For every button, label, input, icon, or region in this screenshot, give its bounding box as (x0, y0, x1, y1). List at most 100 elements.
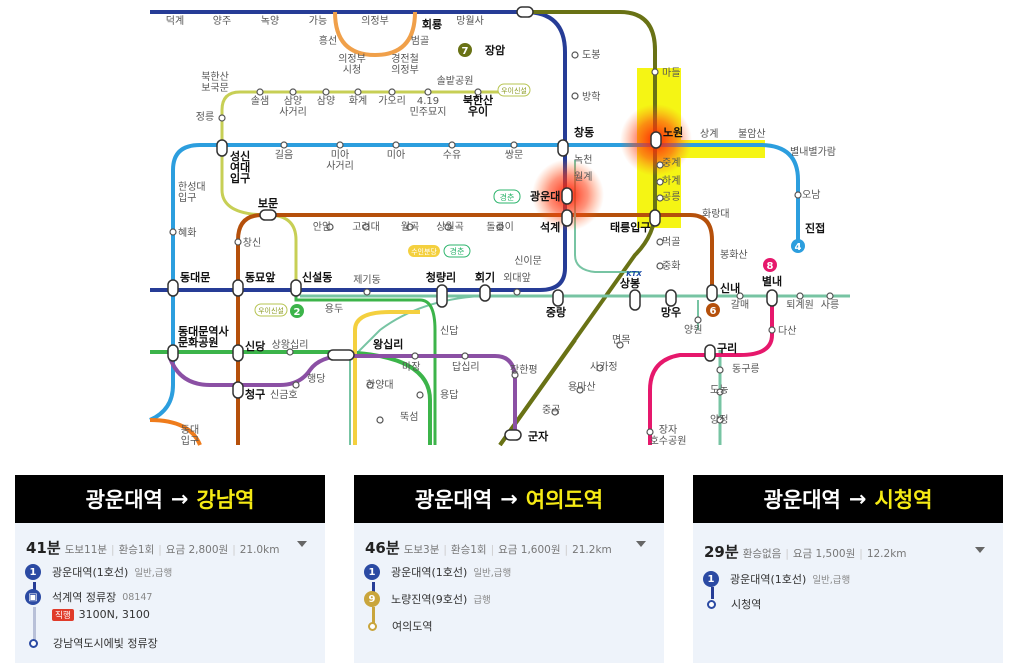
svg-text:뚝섬: 뚝섬 (400, 411, 418, 423)
svg-text:행당: 행당 (307, 373, 325, 385)
line-1-icon: 1 (25, 564, 41, 580)
svg-text:외대앞: 외대앞 (503, 272, 531, 284)
svg-text:하계: 하계 (662, 174, 680, 187)
ui-sinseol-line (220, 90, 500, 290)
route-step: 시청역 (703, 596, 761, 612)
svg-text:용마산: 용마산 (568, 381, 596, 393)
route-card-title: 광운대역 → 강남역 (15, 475, 325, 523)
svg-text:태릉입구: 태릉입구 (610, 220, 650, 234)
line-5 (168, 354, 517, 440)
svg-text:동구릉: 동구릉 (732, 363, 760, 375)
route-step: 강남역도시에빛 정류장 (25, 635, 158, 651)
svg-text:화계: 화계 (349, 95, 367, 107)
svg-text:마장: 마장 (402, 361, 420, 373)
svg-text:상월곡: 상월곡 (436, 221, 464, 233)
svg-text:중랑: 중랑 (546, 306, 566, 319)
svg-text:도봉: 도봉 (582, 49, 600, 61)
svg-text:솔샘: 솔샘 (251, 95, 269, 107)
line-badges: 7 4 6 2 8 우이신설 우이신설 경춘 수인분당 경춘 KTX (254, 43, 805, 318)
svg-text:퇴계원: 퇴계원 (786, 299, 814, 311)
svg-text:우이신설: 우이신설 (258, 306, 284, 315)
svg-text:솔밭공원: 솔밭공원 (437, 75, 474, 87)
svg-text:수인분당: 수인분당 (411, 247, 437, 256)
svg-text:녹양: 녹양 (261, 15, 279, 27)
svg-text:별내별가람: 별내별가람 (790, 145, 836, 158)
svg-text:도농: 도농 (710, 384, 728, 396)
svg-text:신이문: 신이문 (514, 255, 542, 267)
svg-text:KTX: KTX (626, 270, 642, 278)
svg-text:장한평: 장한평 (510, 364, 538, 376)
svg-text:갈매: 갈매 (731, 298, 749, 311)
svg-text:혜화: 혜화 (178, 227, 196, 239)
svg-text:녹천: 녹천 (574, 154, 592, 166)
line-6 (236, 213, 714, 445)
route-step: 9 노량진역(9호선)급행 (364, 591, 491, 607)
svg-text:창동: 창동 (574, 125, 594, 139)
svg-text:길음: 길음 (275, 148, 293, 161)
svg-text:망월사: 망월사 (456, 15, 484, 27)
route-step: 1 광운대역(1호선)일반,급행 (25, 564, 172, 580)
svg-text:청량리: 청량리 (426, 270, 456, 284)
svg-text:고려대: 고려대 (352, 221, 380, 233)
subway-map[interactable]: 7 4 6 2 8 우이신설 우이신설 경춘 수인분당 경춘 KTX 덕계 양주… (0, 0, 1012, 460)
svg-text:흥선: 흥선 (319, 34, 337, 47)
svg-text:구리: 구리 (717, 341, 737, 355)
svg-text:제기동: 제기동 (353, 274, 381, 286)
route-step: 여의도역 (364, 618, 432, 634)
svg-text:상봉: 상봉 (620, 276, 640, 290)
svg-text:경춘: 경춘 (500, 192, 515, 202)
svg-text:석계: 석계 (540, 220, 560, 234)
svg-text:장암: 장암 (485, 43, 505, 57)
svg-text:삼양: 삼양 (317, 95, 335, 107)
svg-text:왕십리: 왕십리 (373, 337, 403, 351)
svg-text:진접: 진접 (805, 221, 825, 235)
svg-text:회룡: 회룡 (422, 17, 442, 31)
svg-text:경춘: 경춘 (450, 246, 465, 256)
uijeongbu-lrt (333, 11, 417, 58)
svg-text:6: 6 (710, 306, 717, 317)
svg-text:양원: 양원 (684, 324, 702, 336)
svg-text:상왕십리: 상왕십리 (272, 339, 309, 351)
chevron-down-icon[interactable] (975, 547, 985, 553)
chevron-down-icon[interactable] (297, 541, 307, 547)
svg-text:양정: 양정 (710, 414, 728, 426)
chevron-down-icon[interactable] (636, 541, 646, 547)
svg-text:공릉: 공릉 (662, 191, 680, 203)
svg-text:8: 8 (767, 261, 774, 272)
route-step: 1 광운대역(1호선)일반,급행 (364, 564, 511, 580)
svg-text:가능: 가능 (309, 15, 327, 27)
svg-text:7: 7 (462, 46, 469, 57)
svg-text:사릉: 사릉 (821, 299, 839, 311)
station-markers (167, 6, 778, 441)
svg-text:신당: 신당 (245, 339, 265, 353)
svg-text:용답: 용답 (440, 389, 458, 401)
endpoint-icon (29, 638, 38, 648)
svg-text:수유: 수유 (443, 149, 461, 161)
svg-text:면목: 면목 (612, 334, 630, 346)
svg-text:중화: 중화 (662, 260, 680, 272)
svg-text:상계: 상계 (700, 128, 718, 140)
svg-text:사가정: 사가정 (590, 361, 618, 373)
svg-text:별내: 별내 (762, 274, 782, 288)
line-4 (171, 143, 800, 350)
svg-text:정릉: 정릉 (196, 111, 214, 123)
svg-text:용두: 용두 (325, 303, 343, 315)
svg-text:창신: 창신 (243, 237, 261, 249)
svg-text:한양대: 한양대 (366, 379, 394, 391)
svg-text:중계: 중계 (662, 157, 680, 169)
svg-text:군자: 군자 (528, 429, 549, 443)
svg-text:불암산: 불암산 (738, 128, 766, 140)
svg-text:쌍문: 쌍문 (505, 149, 523, 161)
